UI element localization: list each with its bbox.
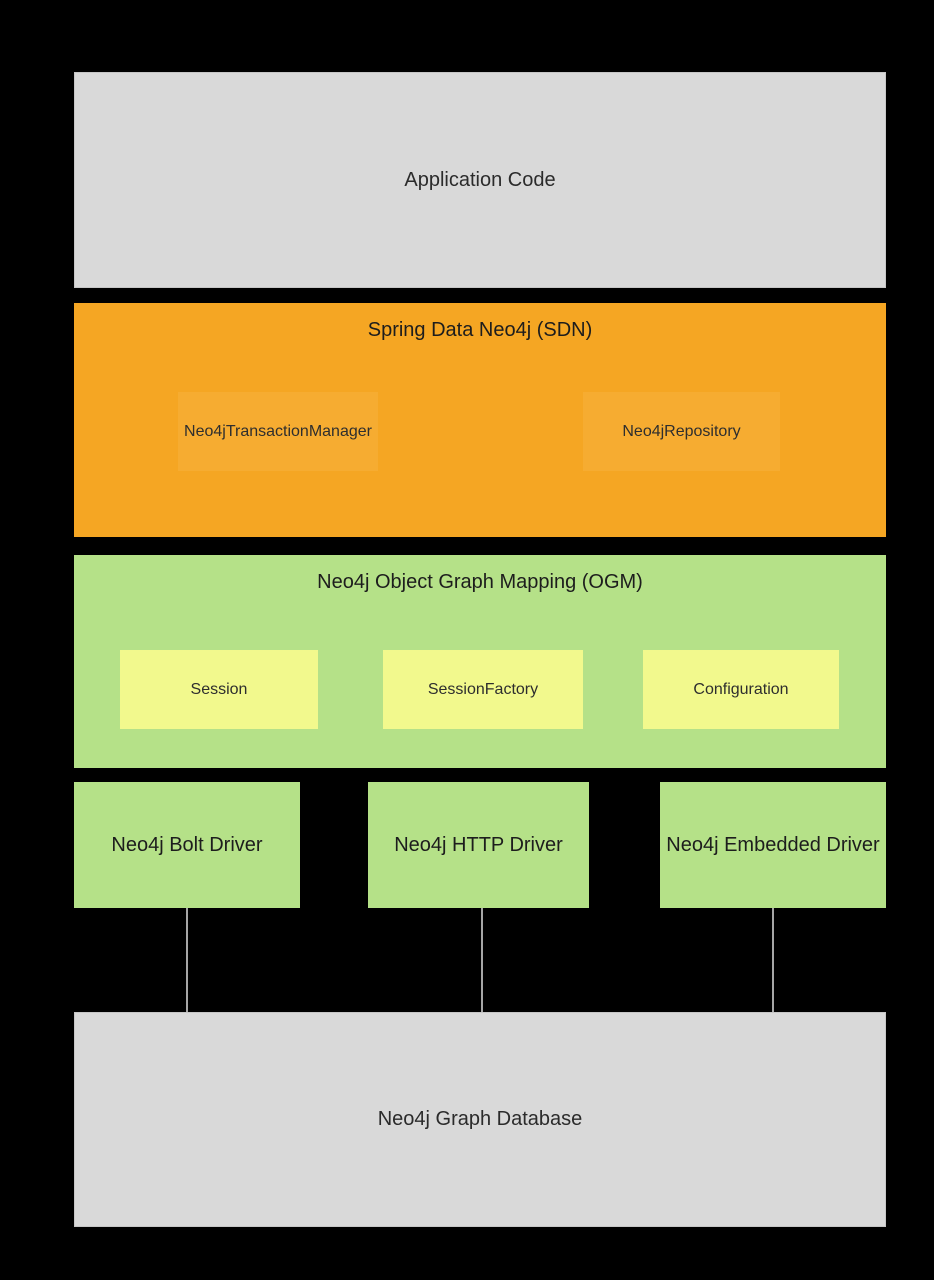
neo4j-repository-box: Neo4jRepository (583, 392, 780, 471)
neo4j-transaction-manager-label: Neo4jTransactionManager (184, 422, 372, 440)
neo4j-embedded-driver-label: Neo4j Embedded Driver (666, 833, 880, 856)
bolt-driver-connector-line (186, 908, 188, 1012)
neo4j-transaction-manager-box: Neo4jTransactionManager (178, 392, 378, 471)
http-driver-connector-line (481, 908, 483, 1012)
session-box: Session (120, 650, 318, 729)
neo4j-repository-label: Neo4jRepository (622, 422, 741, 440)
sdn-layer-box: Spring Data Neo4j (SDN) Neo4jTransaction… (74, 303, 886, 537)
ogm-layer-box: Neo4j Object Graph Mapping (OGM) Session… (74, 555, 886, 768)
neo4j-http-driver-box: Neo4j HTTP Driver (368, 782, 589, 908)
neo4j-bolt-driver-box: Neo4j Bolt Driver (74, 782, 300, 908)
neo4j-graph-database-box: Neo4j Graph Database (74, 1012, 886, 1227)
application-code-label: Application Code (404, 168, 556, 191)
sdn-layer-title: Spring Data Neo4j (SDN) (367, 319, 593, 341)
embedded-driver-connector-line (772, 908, 774, 1012)
neo4j-http-driver-label: Neo4j HTTP Driver (394, 833, 563, 856)
neo4j-bolt-driver-label: Neo4j Bolt Driver (111, 833, 263, 856)
neo4j-graph-database-label: Neo4j Graph Database (377, 1108, 583, 1130)
session-factory-box: SessionFactory (383, 650, 583, 729)
application-code-box: Application Code (74, 72, 886, 288)
ogm-layer-title: Neo4j Object Graph Mapping (OGM) (317, 571, 643, 593)
session-factory-label: SessionFactory (427, 680, 539, 698)
session-label: Session (190, 680, 248, 698)
configuration-label: Configuration (693, 680, 789, 698)
configuration-box: Configuration (643, 650, 839, 729)
neo4j-embedded-driver-box: Neo4j Embedded Driver (660, 782, 886, 908)
